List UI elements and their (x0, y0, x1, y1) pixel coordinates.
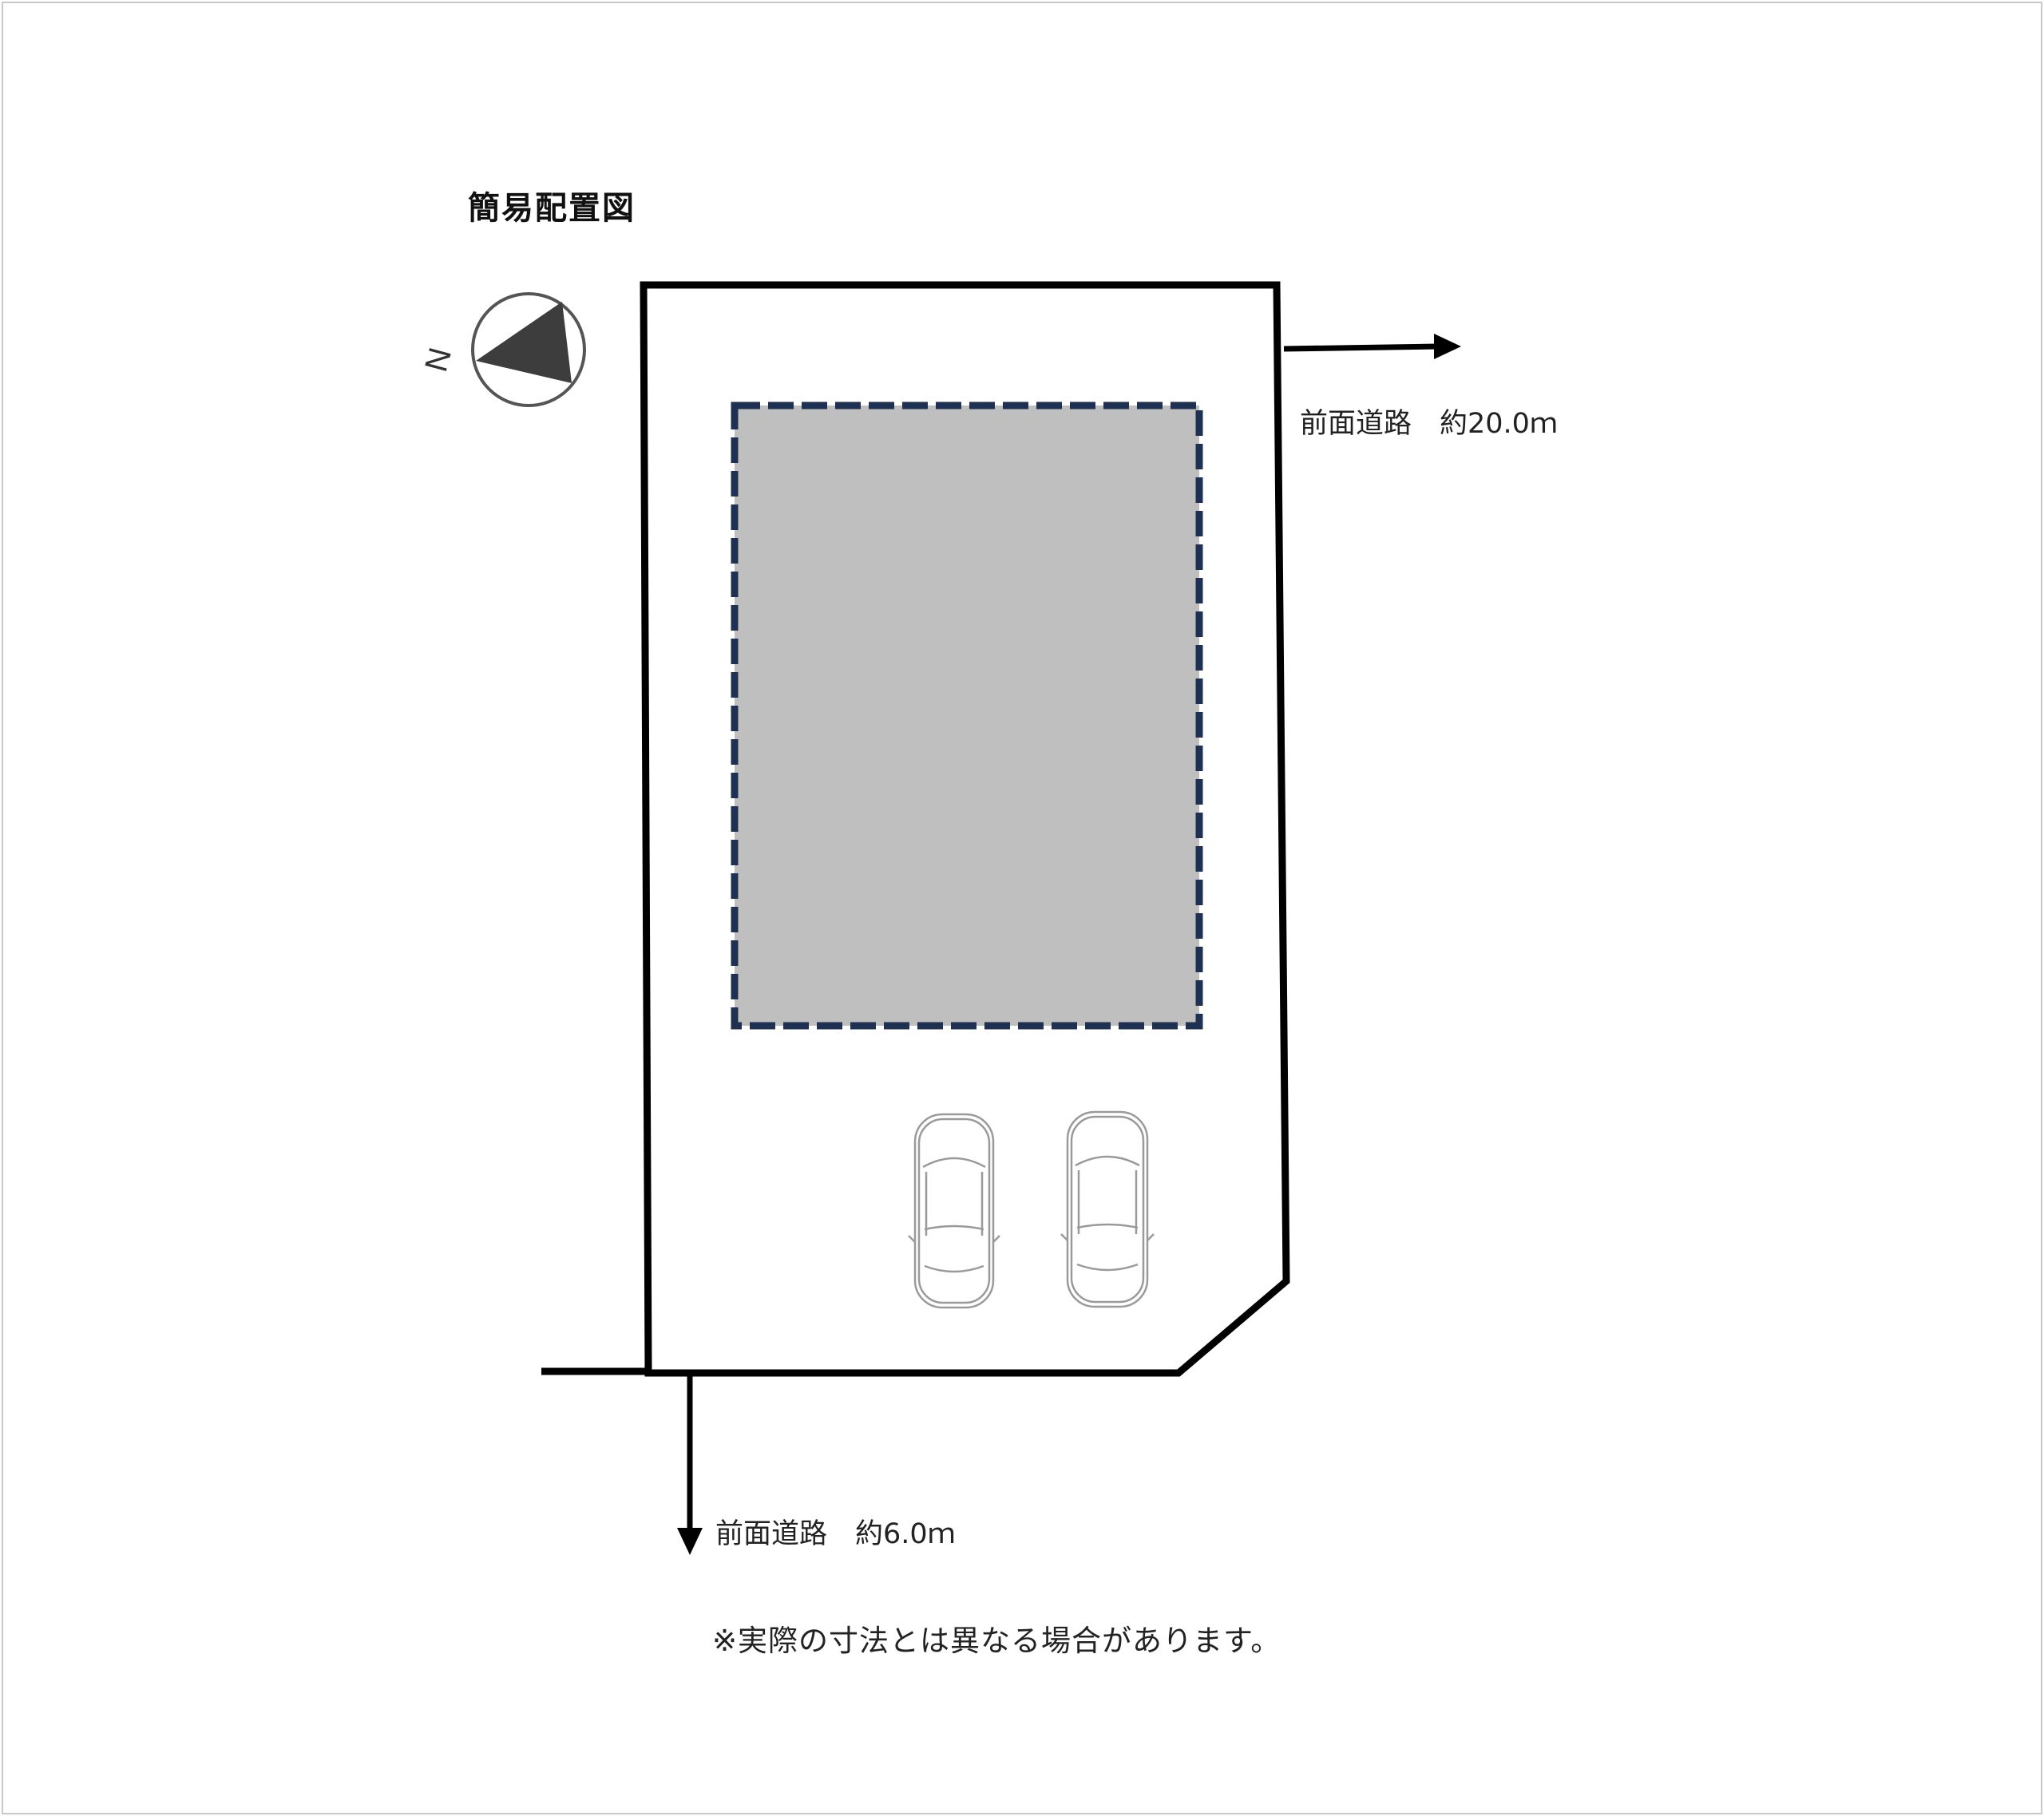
parking-car-1 (908, 1113, 1000, 1309)
south-road-arrow (677, 1373, 703, 1555)
east-road-label: 前面道路 約20.0ｍ (1300, 408, 1558, 440)
compass-icon: N (418, 292, 586, 407)
compass-north-letter: N (418, 344, 458, 375)
south-road-label: 前面道路 約6.0ｍ (715, 1518, 956, 1550)
page-title: 簡易配置図 (468, 190, 636, 227)
east-road-arrow (1283, 334, 1461, 359)
parking-car-2 (1060, 1110, 1155, 1308)
dimension-disclaimer: ※実際の寸法とは異なる場合があります。 (712, 1624, 1281, 1658)
lot-boundary (640, 281, 1290, 1377)
building-footprint (731, 402, 1203, 1030)
